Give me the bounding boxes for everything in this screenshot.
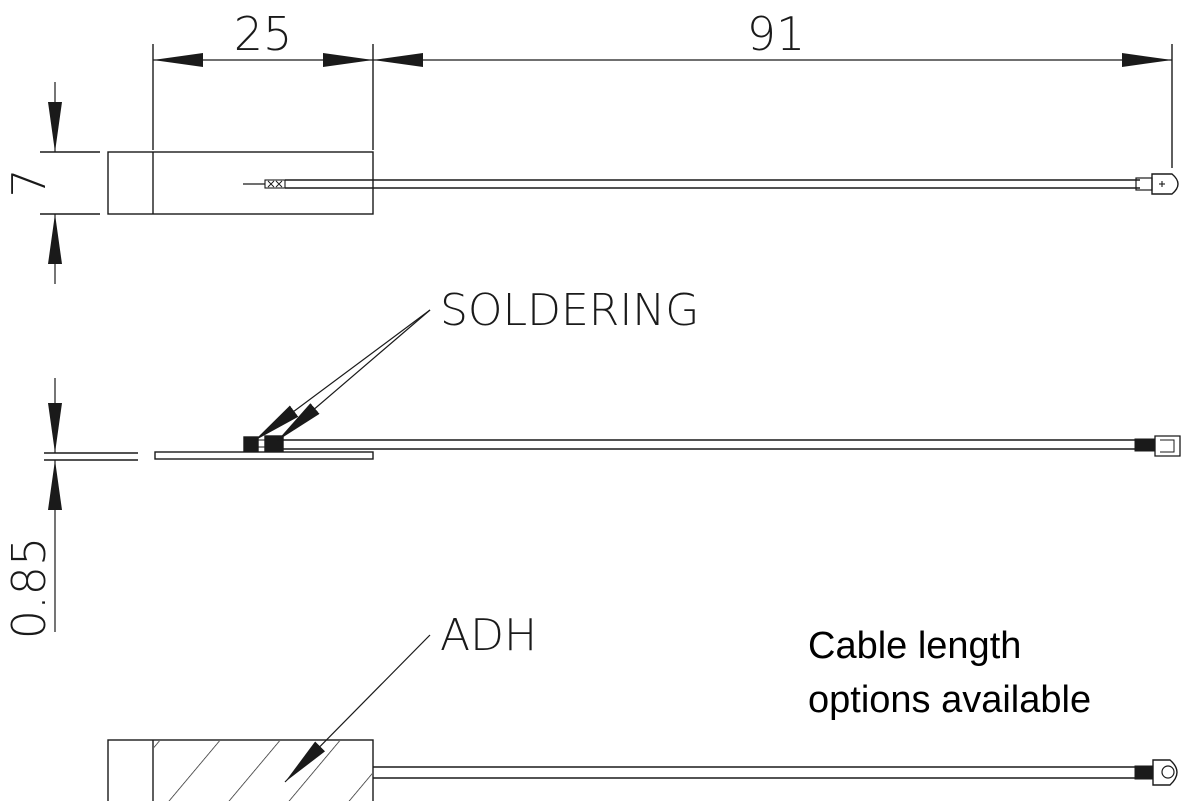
dimension-7-label: 7	[2, 168, 56, 197]
soldering-label: SOLDERING	[440, 285, 699, 336]
cable-strip-end	[264, 179, 286, 189]
antenna-element-top	[107, 151, 374, 215]
cable-strip-mark	[267, 180, 283, 188]
note-line-1: Cable length	[808, 625, 1021, 667]
dimension-25-label: 25	[234, 7, 293, 61]
connector-bottom	[1134, 759, 1178, 786]
dimension-thickness-label: 0.85	[2, 537, 56, 639]
soldering-leader-2	[276, 309, 431, 442]
bottom-view	[107, 634, 1178, 801]
adh-leader	[284, 634, 431, 783]
antenna-element-side	[154, 451, 374, 460]
connector-side	[1134, 435, 1181, 457]
top-view	[40, 44, 1179, 284]
adhesive-hatch-area	[154, 741, 372, 801]
soldering-leader-1	[253, 309, 431, 442]
side-view	[44, 309, 1181, 632]
antenna-element-bottom	[107, 739, 374, 801]
connector-top	[1135, 173, 1179, 195]
dimension-91-label: 91	[747, 7, 806, 61]
adh-label: ADH	[440, 610, 537, 661]
note-line-2: options available	[808, 679, 1091, 721]
